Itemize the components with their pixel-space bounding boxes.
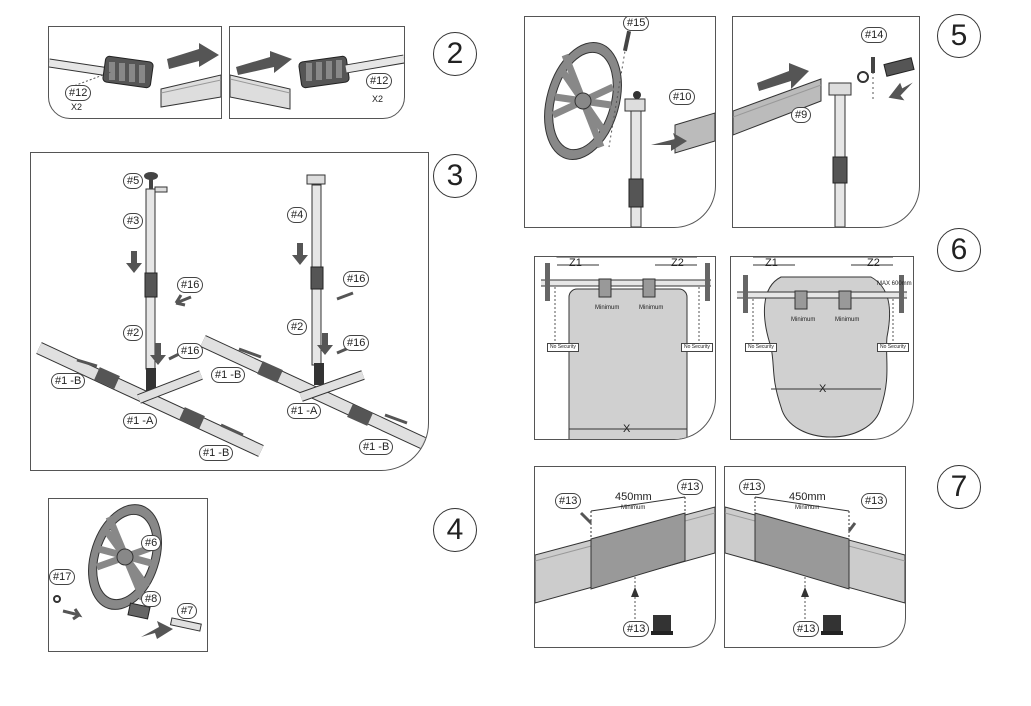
step-number-3: 3: [433, 154, 477, 198]
label-part-17: #17: [49, 569, 76, 585]
label-part-13-b: #13: [677, 479, 704, 495]
label-minimum-left-b: Minimum: [639, 305, 664, 311]
label-no-security-left-a: No Security: [547, 343, 579, 352]
label-part-2-left: #2: [123, 325, 144, 341]
label-dim-z2-right: Z2: [867, 257, 880, 269]
label-part-1a-left: #1 -A: [123, 413, 158, 429]
step6-left-panel: Y Z1 Z2 Minimum Minimum No Security No S…: [534, 256, 716, 440]
label-part-10: #10: [669, 89, 696, 105]
label-minimum-right-a: Minimum: [791, 317, 816, 323]
label-no-security-left-b: No Security: [681, 343, 713, 352]
step6-right-panel: Y Z1 Z2 MAX 600mm Minimum Minimum No Sec…: [730, 256, 914, 440]
label-part-7: #7: [177, 603, 198, 619]
label-minimum-left-a: Minimum: [595, 305, 620, 311]
step5-right-panel: #14 #9: [732, 16, 920, 228]
step3-panel: #5 #3 #4 #16 #16 #16 #16 #2 #2 #1 -B #1 …: [30, 152, 429, 471]
label-minimum-right-b: Minimum: [835, 317, 860, 323]
label-part-16-b: #16: [177, 343, 204, 359]
label-part-3: #3: [123, 213, 144, 229]
label-x2-right: X2: [372, 94, 384, 104]
step-number-6: 6: [937, 228, 981, 272]
label-max: MAX 600mm: [877, 281, 912, 287]
step5-left-panel: #15 #10: [524, 16, 716, 228]
step-number-2: 2: [433, 32, 477, 76]
step4-panel: #6 #17 #8 #7: [48, 498, 208, 652]
step-number-7: 7: [937, 465, 981, 509]
label-part-16-c: #16: [343, 271, 370, 287]
label-part-1b-d: #1 -B: [359, 439, 394, 455]
label-part-12-right: #12: [366, 73, 393, 89]
label-dim-z1-left: Z1: [569, 257, 582, 269]
label-part-13-a: #13: [555, 493, 582, 509]
step2-right-panel: #12 X2: [229, 26, 405, 119]
label-part-13-e: #13: [861, 493, 888, 509]
step-number-4: 4: [433, 508, 477, 552]
label-dim-z2-left: Z2: [671, 257, 684, 269]
label-450mm-left: 450mm: [615, 491, 652, 503]
label-part-16-a: #16: [177, 277, 204, 293]
label-part-6: #6: [141, 535, 162, 551]
label-part-2-right: #2: [287, 319, 308, 335]
label-part-13-f: #13: [793, 621, 820, 637]
label-part-1b-c: #1 -B: [211, 367, 246, 383]
label-part-8: #8: [141, 591, 162, 607]
label-minimum-step7-right: Minimum: [795, 505, 820, 511]
label-no-security-right-a: No Security: [745, 343, 777, 352]
label-dim-z1-right: Z1: [765, 257, 778, 269]
label-part-4: #4: [287, 207, 308, 223]
label-no-security-right-b: No Security: [877, 343, 909, 352]
label-part-13-d: #13: [739, 479, 766, 495]
label-part-9: #9: [791, 107, 812, 123]
label-part-1a-right: #1 -A: [287, 403, 322, 419]
step7-left-panel: #13 #13 450mm Minimum #13: [534, 466, 716, 648]
label-x2-left: X2: [71, 102, 83, 112]
label-part-5: #5: [123, 173, 144, 189]
label-dim-x-right: X: [819, 383, 827, 395]
step2-left-panel: #12 X2: [48, 26, 222, 119]
label-part-1b-b: #1 -B: [199, 445, 234, 461]
label-part-13-c: #13: [623, 621, 650, 637]
label-dim-x-left: X: [623, 423, 631, 435]
label-part-1b-a: #1 -B: [51, 373, 86, 389]
step-number-5: 5: [937, 14, 981, 58]
label-450mm-right: 450mm: [789, 491, 826, 503]
label-part-15: #15: [623, 17, 650, 31]
step7-right-panel: #13 #13 450mm Minimum #13: [724, 466, 906, 648]
label-part-12-left: #12: [65, 85, 92, 101]
label-minimum-step7-left: Minimum: [621, 505, 646, 511]
label-part-14: #14: [861, 27, 888, 43]
label-part-16-d: #16: [343, 335, 370, 351]
